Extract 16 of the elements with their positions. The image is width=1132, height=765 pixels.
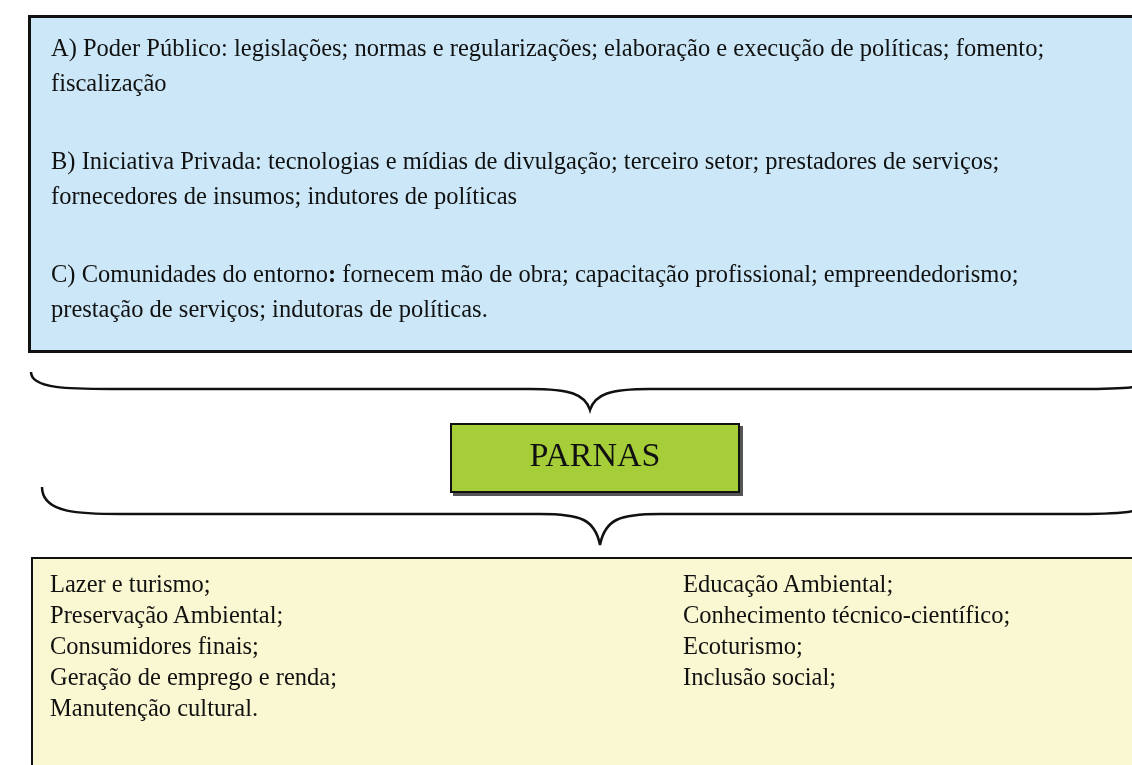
text-box [450,423,740,493]
node-text: Preservação Ambiental; [50,600,284,630]
text-box [28,15,1132,353]
node-text: Conhecimento técnico-científico; [683,600,1011,630]
node-text: Inclusão social; [683,662,837,692]
node-text: B) Iniciativa Privada: tecnologias e mídias de divulgação; terceiro setor; prestadores de serviços; fornecedores de insumos; indutores de políticas [51,146,1001,211]
node-text: Geração de emprego e renda; [50,662,338,692]
node-text: C) Comunidades do entorno: fornecem mão de obra; capacitação profissional; empreendedorismo; prestação de serviços; indutoras de políticas. [51,259,1020,324]
node-text: Educação Ambiental; [683,569,894,599]
node-text: Manutenção cultural. [50,693,259,723]
node-text: A) Poder Público: legislações; normas e regularizações; elaboração e execução de políticas; fomento; fiscalização [51,33,1046,98]
node-text: Consumidores finais; [50,631,259,661]
node-text: Ecoturismo; [683,631,803,661]
node-text: Lazer e turismo; [50,569,211,599]
node-text: PARNAS [528,437,662,472]
text-box [31,557,1132,765]
